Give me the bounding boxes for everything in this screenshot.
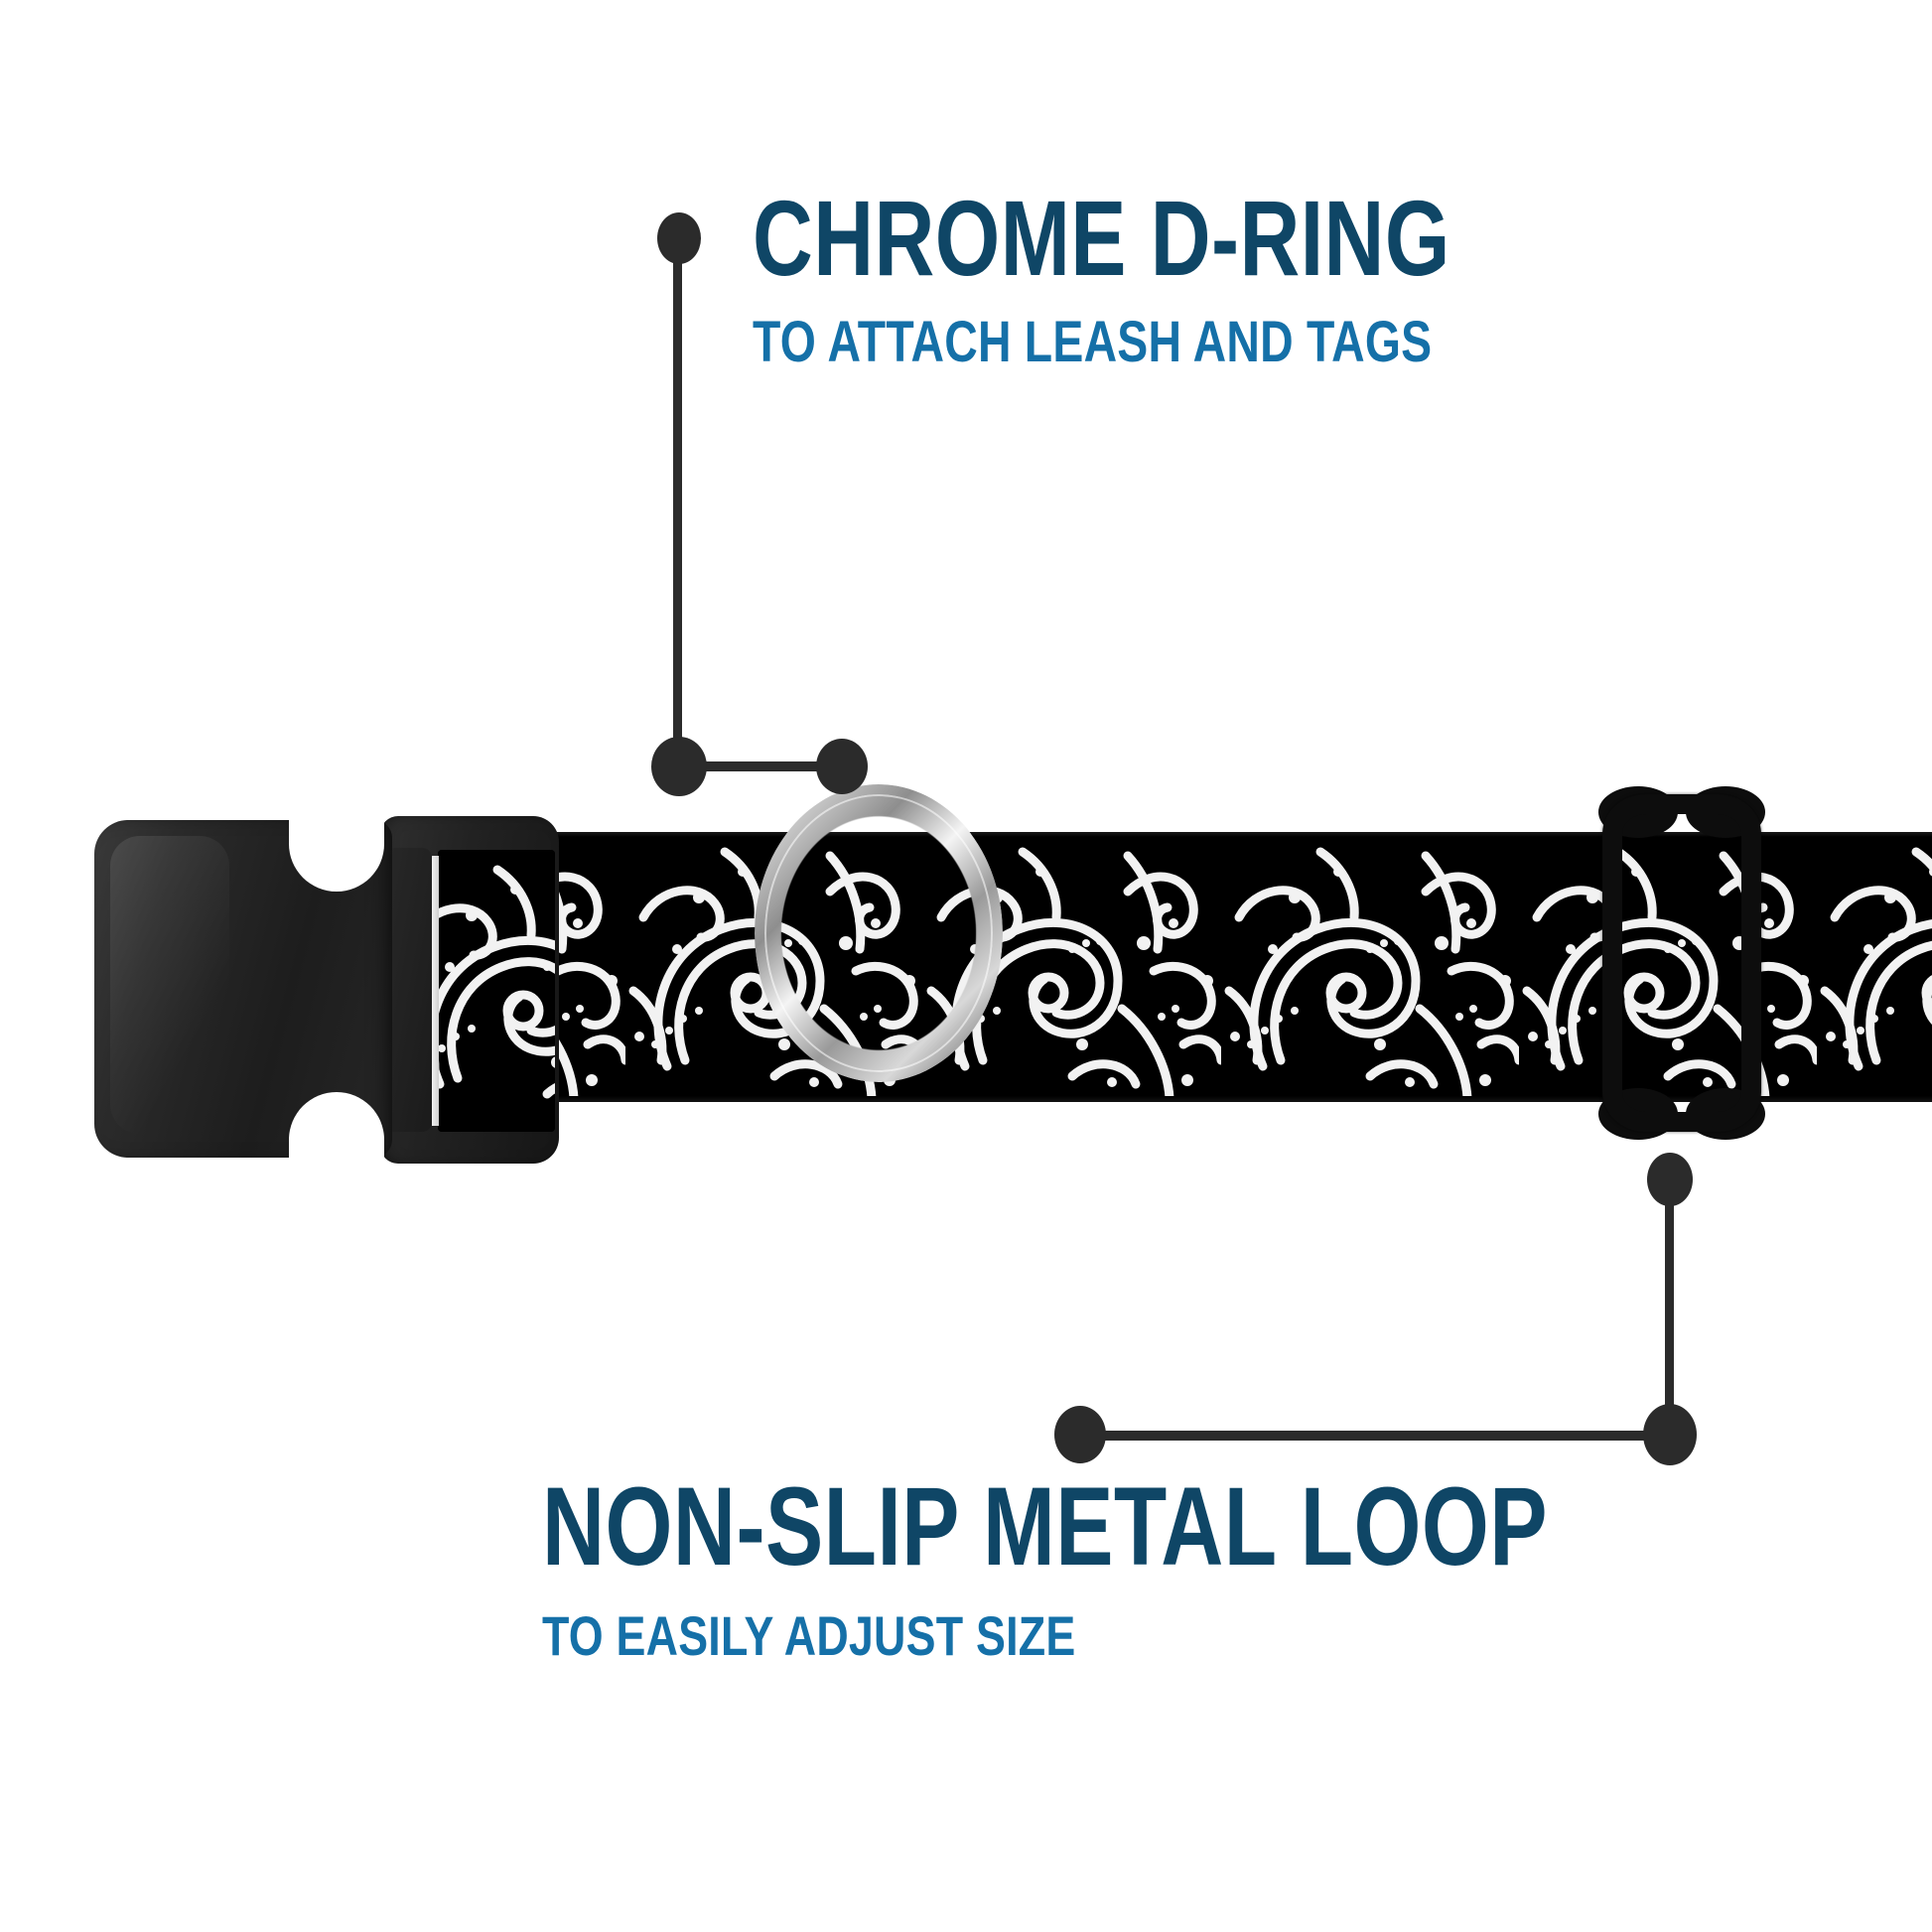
paisley-pattern [328,832,1932,1102]
callout-non-slip-metal-loop: NON-SLIP METAL LOOP TO EASILY ADJUST SIZ… [542,1471,1832,1664]
leader-target-dot [1647,1153,1693,1206]
strap-top-edge [328,832,1932,837]
leader-endpoint-dot-top [657,212,701,264]
leader-horizontal-segment [677,761,844,771]
callout-title: CHROME D-RING [753,178,1450,298]
d-ring-highlight [764,794,993,1072]
leader-horizontal-segment [1082,1431,1670,1441]
collar-webbing-strap [328,832,1932,1102]
buckle-top-notch [289,806,384,892]
buckle-bottom-notch [289,1092,384,1177]
metal-loop-slider[interactable] [1598,786,1765,1140]
leader-endpoint-dot-left [1054,1406,1106,1463]
callout-chrome-d-ring: CHROME D-RING TO ATTACH LEASH AND TAGS [753,185,1647,371]
strap-bottom-edge [328,1096,1932,1102]
buckle-metal-slit [432,856,439,1126]
callout-subtitle: TO ATTACH LEASH AND TAGS [753,310,1433,374]
buckle-window-pattern [438,850,555,1132]
buckle-webbing-window [438,850,555,1132]
leader-vertical-segment [673,238,682,768]
leader-target-dot [816,739,868,794]
leader-elbow-dot [651,737,707,796]
side-release-buckle[interactable] [94,806,559,1177]
buckle-highlight [110,836,229,1134]
slider-frame [1602,794,1761,1132]
callout-subtitle: TO EASILY ADJUST SIZE [542,1604,1076,1667]
chrome-d-ring[interactable] [755,784,1003,1082]
leader-vertical-segment [1665,1179,1674,1440]
callout-title: NON-SLIP METAL LOOP [542,1464,1548,1588]
leader-elbow-dot [1643,1404,1697,1465]
